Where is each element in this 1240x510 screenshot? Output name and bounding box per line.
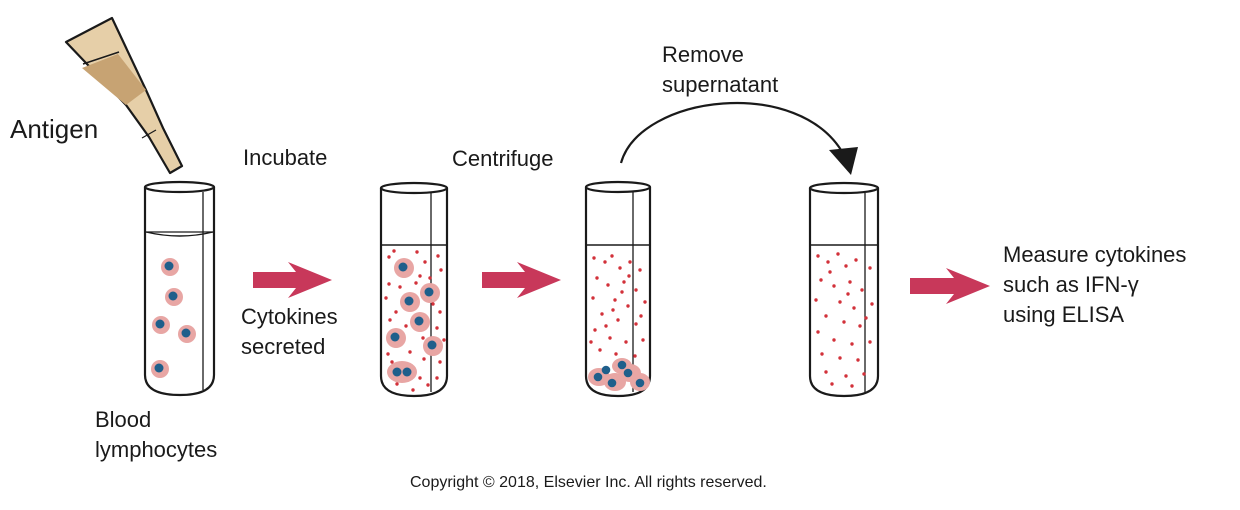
cytokines-tube-2 [384,249,446,392]
tube-supernatant [808,181,880,398]
arrow-incubate [253,262,332,298]
arrow-centrifuge [482,262,561,298]
label-remove-supernatant-line-2: supernatant [662,72,779,97]
curved-arrow-remove-supernatant [619,101,858,175]
label-blood-lymphocytes-line-1: Blood [95,407,152,432]
label-cytokines-secreted: Cytokines secreted [241,302,338,362]
label-blood-lymphocytes: Blood lymphocytes [95,405,217,465]
label-remove-supernatant: Remove supernatant [662,40,778,100]
label-measure-line-1: Measure cytokines [1003,242,1187,267]
label-centrifuge: Centrifuge [452,146,554,171]
lymphocytes-tube-2 [386,258,443,383]
label-measure-cytokines: Measure cytokines such as IFN-γ using EL… [1003,240,1186,330]
label-blood-lymphocytes-line-2: lymphocytes [95,437,218,462]
arrow-measure [910,268,990,304]
label-measure-line-2: such as IFN-γ [1003,272,1139,297]
label-incubate: Incubate [243,145,328,170]
label-cytokines-secreted-line-1: Cytokines [241,304,338,329]
copyright-notice: Copyright © 2018, Elsevier Inc. All righ… [410,474,767,491]
label-measure-line-3: using ELISA [1003,302,1125,327]
cytokines-tube-4 [814,252,874,388]
pipette [64,16,184,175]
antigen-liquid [82,54,146,105]
tube-centrifuged [584,180,652,398]
label-cytokines-secreted-line-2: secreted [241,334,326,359]
cell-pellet [588,358,650,391]
label-antigen: Antigen [10,114,99,144]
label-remove-supernatant-line-1: Remove [662,42,744,67]
cytokines-tube-3 [589,254,647,358]
lymphocytes-tube-1 [151,258,196,378]
